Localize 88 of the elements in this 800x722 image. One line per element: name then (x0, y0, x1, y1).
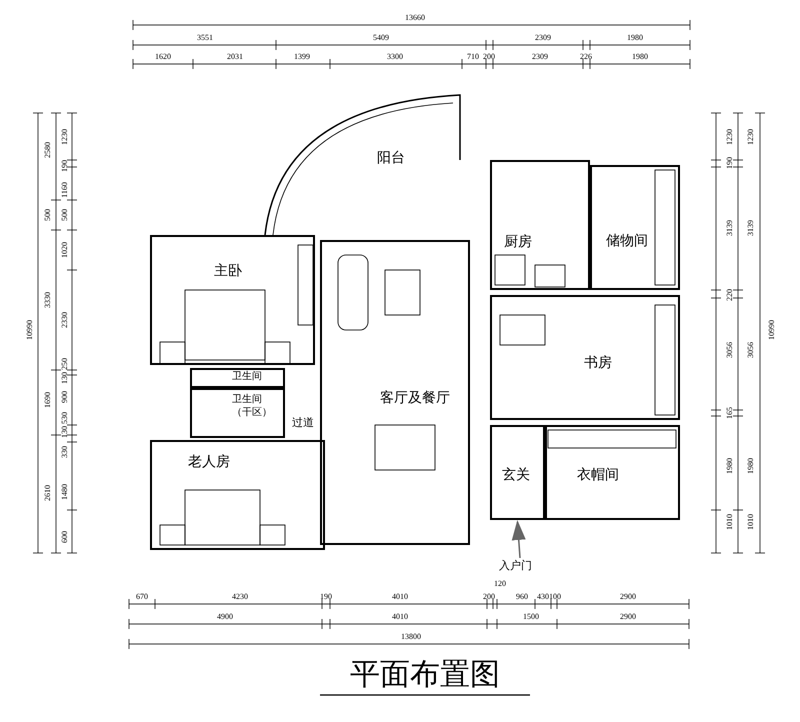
dimension-text: 500 (61, 209, 69, 221)
dimension-text: 190 (726, 157, 734, 169)
dimension-text: 600 (61, 531, 69, 543)
dimension-text: 1399 (294, 53, 310, 61)
dimension-text: 2900 (620, 613, 636, 621)
dimension-text: 1690 (44, 392, 52, 408)
room-name: 卫生间（干区） (232, 394, 273, 419)
dimension-text: 13800 (401, 633, 421, 641)
dimension-text: 3056 (747, 342, 755, 358)
entrance-arrow (512, 520, 526, 558)
dimension-text: 2610 (44, 485, 52, 501)
dimension-text: 530 (61, 412, 69, 424)
dimension-text: 1980 (627, 34, 643, 42)
dimension-text: 2309 (532, 53, 548, 61)
area-label: 过道 (292, 418, 314, 429)
dimension-text: 2309 (535, 34, 551, 42)
room-outline (590, 165, 680, 290)
dimension-text: 130 (61, 372, 69, 384)
dimension-text: 1980 (747, 458, 755, 474)
dimension-text: 1230 (61, 129, 69, 145)
room-outline (150, 440, 325, 550)
dimension-text: 2580 (44, 142, 52, 158)
plan-title: 平面布置图 (349, 660, 501, 690)
dimension-text: 1980 (726, 458, 734, 474)
dimension-text: 1010 (726, 514, 734, 530)
dimension-text: 5409 (373, 34, 389, 42)
dimension-text: 130 (61, 426, 69, 438)
dimension-text: 960 (516, 593, 528, 601)
dimension-text: 1620 (155, 53, 171, 61)
dimension-text: 4230 (232, 593, 248, 601)
dimension-text: 710 (467, 53, 479, 61)
dimension-text: 1980 (632, 53, 648, 61)
dimension-text: 100 (549, 593, 561, 601)
dimension-text: 3300 (387, 53, 403, 61)
room-name: 客厅及餐厅 (380, 390, 450, 408)
dimension-text: 3139 (747, 220, 755, 236)
dimension-text: 4900 (217, 613, 233, 621)
dimension-text: 4010 (392, 613, 408, 621)
room-outline (545, 425, 680, 520)
dimension-text: 3056 (726, 342, 734, 358)
room-name: 储物间 (606, 233, 648, 250)
dimension-text: 3139 (726, 220, 734, 236)
dimension-text: 500 (44, 209, 52, 221)
dimension-text: 670 (136, 593, 148, 601)
room-outline (490, 295, 680, 420)
dimension-text: 165 (726, 407, 734, 419)
room-outline (490, 425, 545, 520)
dimension-text: 3330 (44, 292, 52, 308)
dimension-text: 220 (726, 289, 734, 301)
dimension-text: 13660 (405, 14, 425, 22)
dimension-text: 1500 (523, 613, 539, 621)
room-outline (150, 235, 315, 365)
dimension-text: 190 (61, 160, 69, 172)
dimension-text: 10990 (768, 320, 776, 340)
room-outline (190, 388, 285, 438)
dimension-text: 1480 (61, 484, 69, 500)
room-name: 卫生间 (232, 371, 262, 384)
dimension-text: 900 (61, 391, 69, 403)
dimension-text: 1230 (747, 129, 755, 145)
dimension-text: 1160 (61, 182, 69, 198)
room-name: 老人房 (188, 454, 230, 472)
dimension-text: 250 (61, 358, 69, 370)
dimension-text: 1010 (747, 514, 755, 530)
dimension-text: 4010 (392, 593, 408, 601)
dimension-text: 200 (483, 53, 495, 61)
dimension-text: 2031 (227, 53, 243, 61)
room-name: 玄关 (502, 467, 530, 484)
dimension-text: 120 (494, 580, 506, 588)
dimension-text: 190 (320, 593, 332, 601)
dimension-text: 430 (537, 593, 549, 601)
dimension-text: 226 (580, 53, 592, 61)
room-outline (490, 160, 590, 290)
dimension-text: 10990 (26, 320, 34, 340)
dimension-text: 1020 (61, 242, 69, 258)
room-outline (190, 368, 285, 388)
room-name: 入户门 (499, 560, 532, 574)
dimension-text: 2330 (61, 312, 69, 328)
room-name: 厨房 (504, 234, 532, 252)
room-outline (320, 240, 470, 545)
room-name: 主卧 (214, 263, 242, 280)
room-name: 阳台 (377, 150, 405, 168)
dimension-text: 1230 (726, 129, 734, 145)
dimension-text: 3551 (197, 34, 213, 42)
room-name: 书房 (584, 355, 612, 372)
dimension-text: 330 (61, 446, 69, 458)
dimension-text: 2900 (620, 593, 636, 601)
room-name: 衣帽间 (577, 467, 619, 484)
dimension-text: 200 (483, 593, 495, 601)
